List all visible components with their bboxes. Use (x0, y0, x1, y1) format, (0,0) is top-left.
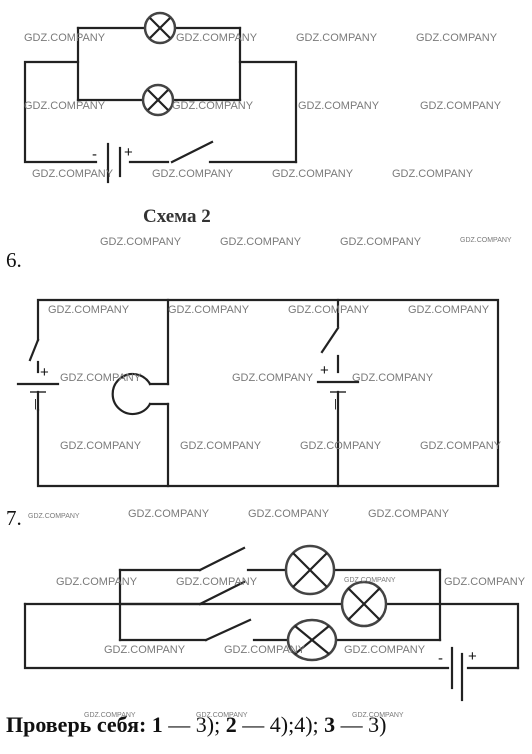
watermark: GDZ.COMPANY (444, 576, 526, 588)
watermark: GDZ.COMPANY (100, 236, 182, 248)
answer-line: Проверь себя: 1 — 3); 2 — 4);4); 3 — 3) (6, 712, 386, 738)
answer-item-1-number: 1 (151, 712, 163, 737)
battery-6-left-plus: + (40, 364, 49, 381)
watermark: GDZ.COMPANY (344, 577, 396, 584)
switch-7-bottom (204, 618, 252, 642)
battery-6-left-minus: | (34, 398, 37, 410)
watermark: GDZ.COMPANY (392, 168, 474, 180)
lamp-top (143, 11, 177, 45)
task-number-6: 6. (6, 248, 22, 272)
lamp-bottom (141, 83, 175, 117)
watermark: GDZ.COMPANY (352, 712, 404, 719)
diagram-2-caption: Схема 2 (143, 206, 211, 227)
watermark: GDZ.COMPANY (300, 440, 382, 452)
battery-7-plus: + (468, 648, 477, 665)
battery-6-right-minus: | (334, 398, 337, 410)
watermark: GDZ.COMPANY (368, 508, 450, 520)
watermark: GDZ.COMPANY (152, 168, 234, 180)
watermark: GDZ.COMPANY (416, 32, 498, 44)
battery-2-minus: - (92, 146, 97, 163)
answer-item-1: — 3); (168, 712, 221, 737)
watermark: GDZ.COMPANY (168, 304, 250, 316)
diagram-2-circuit (23, 11, 298, 184)
watermark: GDZ.COMPANY (344, 644, 426, 656)
lamp-7-bottom (286, 618, 338, 662)
watermark: GDZ.COMPANY (28, 513, 80, 520)
diagram-6-circuit (16, 298, 500, 488)
watermark: GDZ.COMPANY (128, 508, 210, 520)
answer-item-2: — 4);4); (242, 712, 319, 737)
battery-7 (450, 646, 464, 702)
watermark: GDZ.COMPANY (224, 644, 306, 656)
watermark: GDZ.COMPANY (296, 32, 378, 44)
battery-7-minus: - (438, 650, 443, 667)
watermark: GDZ.COMPANY (408, 304, 490, 316)
switch-7-middle (198, 580, 246, 606)
watermark: GDZ.COMPANY (248, 508, 330, 520)
watermark: GDZ.COMPANY (272, 168, 354, 180)
watermark: GDZ.COMPANY (176, 576, 258, 588)
watermark: GDZ.COMPANY (288, 304, 370, 316)
switch-7-top (198, 546, 246, 572)
watermark: GDZ.COMPANY (340, 236, 422, 248)
watermark: GDZ.COMPANY (172, 100, 254, 112)
lamp-7-top (284, 544, 336, 596)
watermark: GDZ.COMPANY (180, 440, 262, 452)
watermark: GDZ.COMPANY (298, 100, 380, 112)
watermark: GDZ.COMPANY (84, 712, 136, 719)
switch-2 (170, 140, 214, 164)
watermark: GDZ.COMPANY (232, 372, 314, 384)
watermark: GDZ.COMPANY (352, 372, 434, 384)
watermark: GDZ.COMPANY (420, 440, 502, 452)
diagram-7-circuit (23, 544, 520, 702)
watermark: GDZ.COMPANY (24, 32, 106, 44)
watermark: GDZ.COMPANY (196, 712, 248, 719)
watermark: GDZ.COMPANY (420, 100, 502, 112)
task-number-7: 7. (6, 506, 22, 530)
answer-item-2-number: 2 (225, 712, 237, 737)
answer-item-3-number: 3 (324, 712, 336, 737)
watermark: GDZ.COMPANY (104, 644, 186, 656)
watermark: GDZ.COMPANY (176, 32, 258, 44)
watermark: GDZ.COMPANY (60, 440, 142, 452)
answer-label: Проверь себя: (6, 712, 147, 737)
watermark: GDZ.COMPANY (56, 576, 138, 588)
bell-lamp-6 (111, 372, 170, 416)
watermark: GDZ.COMPANY (24, 100, 106, 112)
watermark: GDZ.COMPANY (32, 168, 114, 180)
switch-6-left (28, 338, 40, 362)
watermark: GDZ.COMPANY (460, 237, 512, 244)
watermark: GDZ.COMPANY (220, 236, 302, 248)
switch-6-right (320, 326, 340, 354)
lamp-7-middle (340, 580, 388, 628)
battery-2 (106, 142, 122, 184)
watermark: GDZ.COMPANY (60, 372, 142, 384)
battery-6-right-plus: + (320, 362, 329, 379)
battery-2-plus: + (124, 144, 133, 161)
watermark: GDZ.COMPANY (48, 304, 130, 316)
answer-item-3: — 3) (340, 712, 387, 737)
